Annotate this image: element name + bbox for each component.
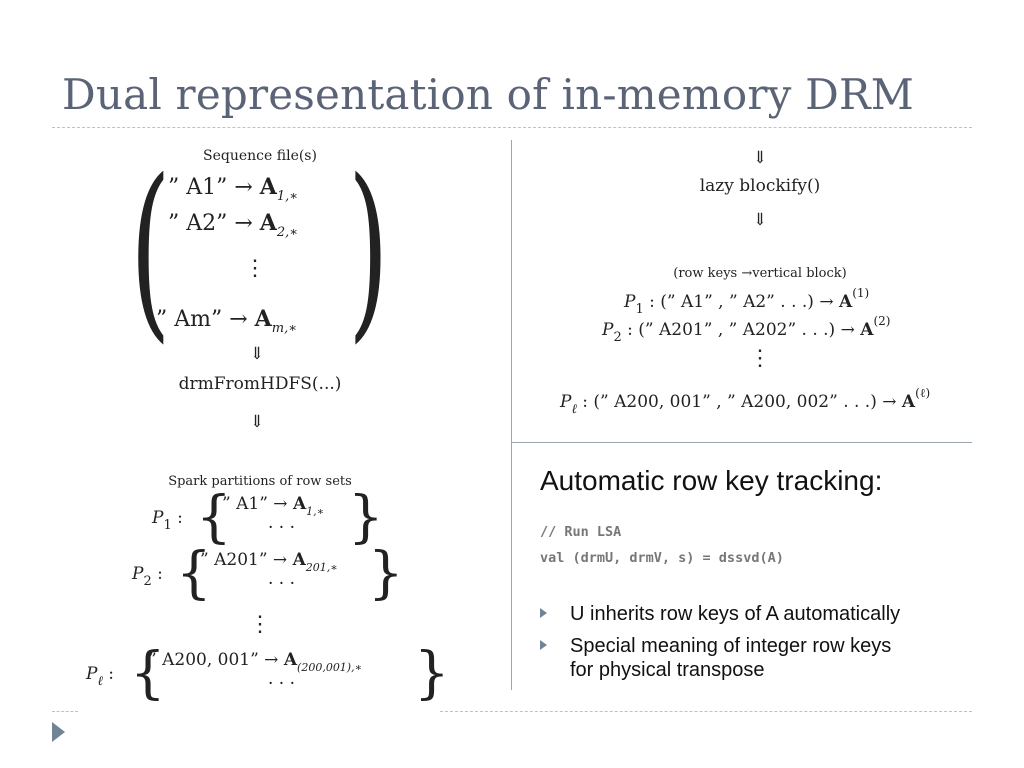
partition-subscript: 2 — [143, 574, 152, 589]
left-paren: ( — [130, 139, 171, 360]
row-key: ” A1” — [222, 494, 268, 514]
left-brace: { — [176, 541, 212, 606]
down-arrow: ⇓ — [752, 210, 768, 230]
partition-label: Pℓ : — [86, 664, 115, 689]
partition-symbol: P — [132, 564, 144, 584]
slide-title: Dual representation of in-memory DRM — [62, 70, 914, 119]
block-mapping: : (” A201” , ” A202” . . .) → — [627, 320, 855, 340]
next-slide-arrow-icon[interactable] — [52, 722, 65, 742]
blockify-call: lazy blockify() — [699, 176, 821, 196]
block-row: Pℓ : (” A200, 001” , ” A200, 002” . . .)… — [560, 386, 930, 417]
partition-subscript: 1 — [635, 302, 644, 317]
seq-row: ” A1” → A1,∗ — [168, 174, 299, 204]
matrix-symbol: A — [838, 292, 853, 312]
block-row: P2 : (” A201” , ” A202” . . .) → A(2) — [602, 314, 890, 345]
partition-symbol: P — [152, 508, 164, 528]
block-superscript: (2) — [873, 314, 891, 328]
matrix-subscript: 1,∗ — [276, 189, 299, 204]
row-key: ” A201” — [200, 550, 268, 570]
block-mapping: : (” A200, 001” , ” A200, 002” . . .) → — [582, 392, 897, 412]
row-key: ” A2” — [168, 211, 228, 236]
left-brace: { — [130, 641, 166, 706]
right-paren: ) — [348, 139, 389, 360]
partition-symbol: P — [86, 664, 98, 684]
bullet-text: U inherits row keys of A automatically — [570, 603, 901, 625]
matrix-symbol: A — [901, 392, 916, 412]
bullet-text-continuation: for physical transpose — [570, 659, 765, 681]
block-superscript: (ℓ) — [915, 386, 931, 400]
matrix-symbol: A — [259, 174, 277, 200]
matrix-subscript: 201,∗ — [305, 561, 338, 574]
spark-partitions-label: Spark partitions of row sets — [168, 474, 352, 489]
partition-label: P1 : — [152, 508, 183, 533]
code-comment: // Run LSA — [540, 524, 622, 540]
continuation-dots: · · · — [268, 674, 296, 694]
right-brace: } — [414, 641, 450, 706]
matrix-subscript: m,∗ — [271, 321, 298, 336]
column-divider — [511, 140, 512, 690]
matrix-subscript: (200,001),∗ — [297, 661, 363, 674]
down-arrow: ⇓ — [249, 344, 265, 364]
sequence-file-label: Sequence file(s) — [203, 148, 317, 164]
matrix-symbol: A — [283, 650, 298, 670]
block-superscript: (1) — [852, 286, 870, 300]
left-brace: { — [196, 485, 232, 550]
partition-symbol: P — [560, 392, 572, 412]
block-mapping: : (” A1” , ” A2” . . .) → — [649, 292, 834, 312]
block-label: (row keys →vertical block) — [673, 266, 847, 281]
right-brace: } — [368, 541, 404, 606]
bullet-item: U inherits row keys of A automatically — [540, 602, 980, 628]
partition-symbol: P — [624, 292, 636, 312]
title-divider — [52, 127, 972, 128]
row-key: ” A200, 001” — [148, 650, 259, 670]
partition-symbol: P — [602, 320, 614, 340]
matrix-symbol: A — [259, 210, 277, 236]
seq-row: ” Am” → Am,∗ — [156, 306, 298, 336]
partition-subscript: ℓ — [571, 402, 577, 417]
bullet-text: Special meaning of integer row keys — [570, 635, 892, 657]
footer-divider-left — [52, 711, 78, 712]
partition-subscript: 2 — [613, 330, 622, 345]
row-key: ” A1” — [168, 175, 228, 200]
matrix-subscript: 1,∗ — [306, 505, 325, 518]
drm-call: drmFromHDFS(...) — [178, 374, 342, 394]
bullet-arrow-icon — [540, 608, 547, 618]
matrix-symbol: A — [254, 306, 272, 332]
right-panel-divider — [511, 442, 972, 443]
matrix-symbol: A — [860, 320, 874, 340]
bullet-arrow-icon — [540, 640, 547, 650]
vertical-dots: ⋮ — [249, 612, 271, 637]
matrix-subscript: 2,∗ — [276, 225, 299, 240]
block-row: P1 : (” A1” , ” A2” . . .) → A(1) — [624, 286, 869, 317]
row-key: ” Am” — [156, 307, 223, 332]
vertical-dots: ⋮ — [244, 256, 266, 281]
footer-divider-right — [440, 711, 972, 712]
matrix-symbol: A — [292, 550, 306, 570]
partition-subscript: 1 — [163, 518, 172, 533]
matrix-symbol: A — [292, 494, 307, 514]
continuation-dots: · · · — [268, 574, 296, 594]
vertical-dots: ⋮ — [749, 346, 771, 371]
section-heading: Automatic row key tracking: — [540, 465, 883, 496]
code-line: val (drmU, drmV, s) = dssvd(A) — [540, 550, 784, 566]
down-arrow: ⇓ — [752, 148, 768, 168]
partition-row: ” A201” → A201,∗ — [200, 550, 338, 574]
seq-row: ” A2” → A2,∗ — [168, 210, 299, 240]
partition-subscript: ℓ — [97, 674, 103, 689]
bullet-item: Special meaning of integer row keys for … — [540, 634, 980, 686]
partition-label: P2 : — [132, 564, 163, 589]
continuation-dots: · · · — [268, 518, 296, 538]
down-arrow: ⇓ — [249, 412, 265, 432]
right-brace: } — [348, 485, 384, 550]
partition-row: ” A200, 001” → A(200,001),∗ — [148, 650, 363, 674]
partition-row: ” A1” → A1,∗ — [222, 494, 325, 518]
